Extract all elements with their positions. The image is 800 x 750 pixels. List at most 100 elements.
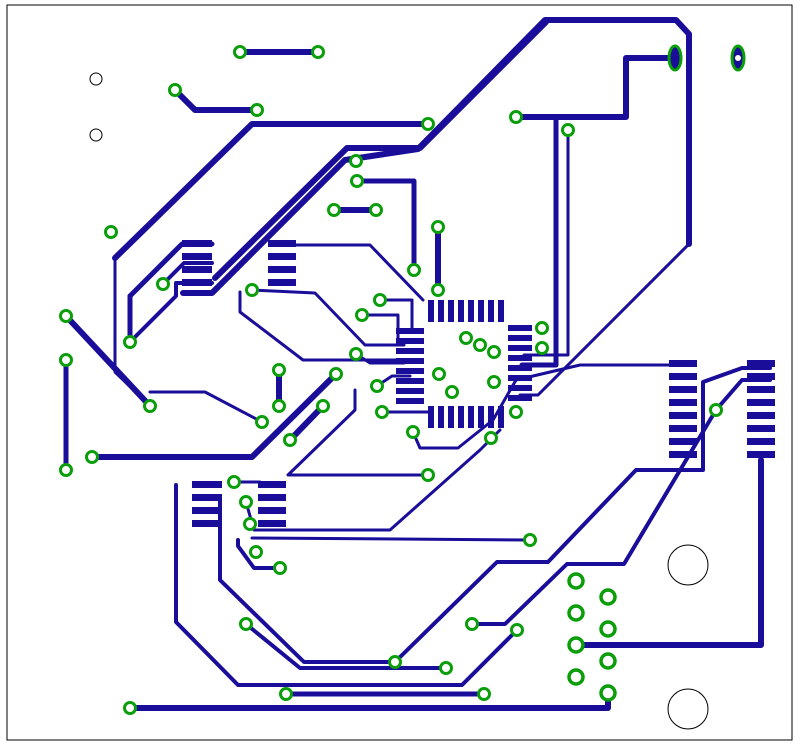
copper-traces: [63, 17, 772, 711]
trace-19: [522, 128, 570, 357]
smd-pad-2: [182, 253, 212, 260]
trace-18: [519, 114, 559, 368]
smd-pad-16: [498, 300, 504, 322]
smd-pad-23: [488, 406, 494, 428]
smd-pad-3: [182, 266, 212, 273]
through-hole-pad-30: [406, 425, 420, 439]
through-hole-pad-32: [445, 385, 459, 399]
through-hole-pad-35: [459, 331, 473, 345]
through-hole-pad-34: [487, 375, 501, 389]
through-hole-pad-49: [243, 517, 257, 531]
through-hole-pad-25: [373, 293, 387, 307]
trace-8: [89, 371, 339, 460]
trace-16: [212, 19, 549, 281]
through-hole-pad-28: [370, 379, 384, 393]
trace-34: [174, 483, 519, 687]
through-hole-pad-15: [104, 225, 118, 239]
through-hole-pad-29: [375, 405, 389, 419]
smd-pad-26: [396, 338, 424, 344]
smd-pad-50: [669, 373, 697, 380]
smd-pad-44: [192, 520, 222, 527]
smd-pad-51: [669, 386, 697, 393]
smd-pad-54: [669, 425, 697, 432]
trace-17: [513, 55, 678, 120]
smd-pad-42: [192, 494, 222, 501]
through-hole-pad-5: [421, 117, 435, 131]
trace-6: [148, 390, 264, 424]
mounting-hole-1: [89, 72, 103, 86]
smd-pad-53: [669, 412, 697, 419]
trace-2: [172, 87, 260, 113]
smd-pad-59: [747, 386, 775, 393]
through-hole-pad-6: [509, 110, 523, 124]
through-hole-pad-39: [535, 341, 549, 355]
through-hole-pad-42: [316, 399, 330, 413]
smd-pad-63: [747, 438, 775, 445]
smd-pad-38: [508, 375, 532, 381]
smd-pad-64: [747, 451, 775, 458]
through-hole-pad-21: [59, 463, 73, 477]
through-hole-pad-16: [156, 277, 170, 291]
through-hole-pad-18: [59, 309, 73, 323]
smd-pad-32: [396, 398, 424, 404]
through-hole-pad-24: [245, 283, 259, 297]
trace-21: [354, 178, 417, 273]
trace-39: [250, 536, 532, 542]
through-hole-pad-52: [523, 533, 537, 547]
smd-pad-17: [428, 406, 434, 428]
through-hole-pad-33: [484, 431, 498, 445]
smd-pad-8: [268, 279, 296, 286]
trace-3: [112, 121, 431, 261]
through-hole-pad-50: [249, 545, 263, 559]
through-hole-pad-46: [421, 468, 435, 482]
smd-pad-15: [488, 300, 494, 322]
through-hole-pad-10: [327, 203, 341, 217]
smd-pad-39: [508, 385, 532, 391]
smd-pad-22: [478, 406, 484, 428]
oval-pad-hole-1: [672, 55, 678, 61]
smd-pad-37: [508, 365, 532, 371]
oval-pad-hole-2: [735, 55, 741, 61]
through-hole-pad-51: [273, 561, 287, 575]
smd-pads: [182, 240, 775, 527]
through-hole-pad-47: [227, 475, 241, 489]
smd-pad-18: [438, 406, 444, 428]
smd-pad-61: [747, 412, 775, 419]
smd-pad-56: [669, 451, 697, 458]
through-hole-pad-62: [567, 572, 585, 590]
board-outline: [6, 4, 793, 741]
mounting-hole-4: [667, 688, 709, 730]
smd-pad-13: [468, 300, 474, 322]
trace-9: [287, 403, 326, 443]
mounting-hole-2: [89, 128, 103, 142]
smd-pad-28: [396, 358, 424, 364]
mounting-holes: [89, 72, 709, 730]
trace-24: [273, 243, 425, 302]
through-hole-pad-45: [272, 399, 286, 413]
through-hole-pad-8: [349, 154, 363, 168]
through-hole-pad-37: [487, 345, 501, 359]
through-hole-pad-64: [567, 636, 585, 654]
trace-40: [470, 378, 772, 626]
through-hole-pad-61: [709, 403, 723, 417]
trace-14: [161, 261, 214, 286]
smd-pad-7: [268, 266, 296, 273]
through-hole-pad-4: [250, 103, 264, 117]
through-hole-pad-55: [239, 617, 253, 631]
trace-29: [378, 298, 414, 332]
smd-pad-29: [396, 368, 424, 374]
through-hole-pad-41: [329, 367, 343, 381]
smd-pad-52: [669, 399, 697, 406]
through-hole-pad-59: [477, 687, 491, 701]
through-hole-pad-19: [59, 353, 73, 367]
through-hole-pad-14: [431, 283, 445, 297]
through-hole-pad-26: [355, 308, 369, 322]
smd-pad-27: [396, 348, 424, 354]
smd-pad-58: [747, 373, 775, 380]
smd-pad-47: [258, 507, 286, 514]
smd-pad-46: [258, 494, 286, 501]
through-hole-pad-17: [123, 335, 137, 349]
through-hole-pad-1: [233, 45, 247, 59]
smd-pad-55: [669, 438, 697, 445]
